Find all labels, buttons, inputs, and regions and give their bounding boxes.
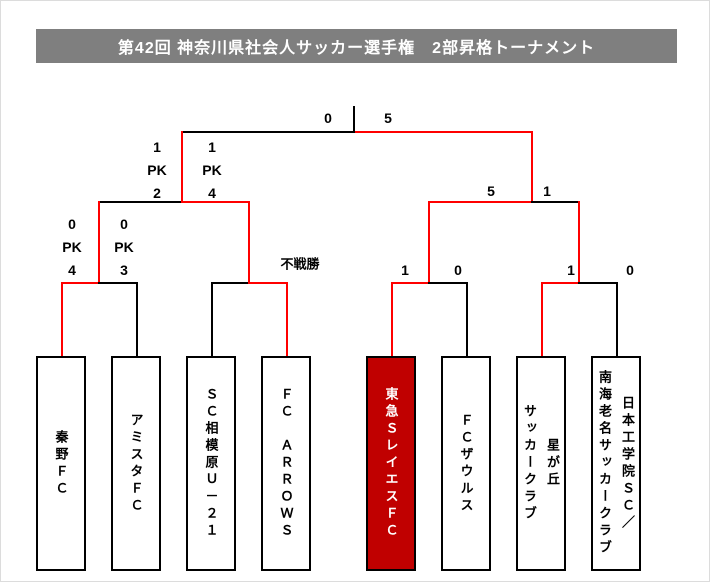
bracket-line-team8-riser: [616, 282, 618, 356]
team-name: 東急ＳレイエスＦＣ: [383, 387, 399, 540]
bracket-line-team4-riser: [286, 282, 288, 356]
bracket-line-champion-tick: [353, 106, 355, 133]
team-box-4: ＦＣ ＡＲＲＯＷＳ: [261, 356, 311, 571]
qf1-left-pk-val: 4: [68, 262, 76, 278]
sf1-right-pk: PK: [202, 162, 222, 178]
bracket-line-qf2-right: [248, 282, 288, 284]
bracket-line-qf4-left: [541, 282, 580, 284]
qf2-walkover-label: 不戦勝: [280, 256, 320, 272]
bracket-line-sf-left-riser: [181, 131, 183, 203]
final-score-right: 5: [384, 110, 392, 126]
team-name: アミスタＦＣ: [128, 412, 144, 515]
bracket-line-team5-riser: [391, 282, 393, 356]
team-name: 秦野ＦＣ: [53, 429, 69, 498]
qf4-right-score: 0: [626, 262, 634, 278]
team-box-6: ＦＣザウルス: [441, 356, 491, 571]
bracket-line-team6-riser: [466, 282, 468, 356]
sf1-left-pk-val: 2: [153, 185, 161, 201]
qf3-left-score: 1: [401, 262, 409, 278]
bracket-line-qf2-left: [211, 282, 250, 284]
qf1-left-pk: PK: [62, 239, 82, 255]
bracket-line-team1-riser: [61, 282, 63, 356]
team-box-8: 日本工学院ＳＣ／ 南海老名サッカークラブ: [591, 356, 641, 571]
team-box-5-champion: 東急ＳレイエスＦＣ: [366, 356, 416, 571]
page-title: 第42回 神奈川県社会人サッカー選手権 2部昇格トーナメント: [36, 29, 677, 63]
team-name: ＦＣザウルス: [458, 412, 474, 515]
bracket-line-sf2-right: [531, 201, 580, 203]
team-name: 星が丘 サッカークラブ: [522, 404, 560, 523]
bracket-line-qf3-left: [391, 282, 430, 284]
bracket-line-sf1-left: [98, 201, 183, 203]
bracket-line-final-right: [353, 131, 533, 133]
final-score-left: 0: [324, 110, 332, 126]
team-name: ＦＣ ＡＲＲＯＷＳ: [278, 387, 294, 540]
sf2-right-score: 1: [543, 183, 551, 199]
qf4-left-score: 1: [567, 262, 575, 278]
qf3-right-score: 0: [454, 262, 462, 278]
qf1-right-pk-val: 3: [120, 262, 128, 278]
bracket-line-qf1-riser: [98, 201, 100, 283]
bracket-line-sf-right-riser: [531, 131, 533, 203]
team-box-3: ＳＣ相模原Ｕ－２１: [186, 356, 236, 571]
team-name: 日本工学院ＳＣ／ 南海老名サッカークラブ: [597, 370, 635, 557]
qf1-left-score: 0: [68, 216, 76, 232]
bracket-line-team7-riser: [541, 282, 543, 356]
bracket-line-team2-riser: [136, 282, 138, 356]
bracket-line-qf3-riser: [428, 201, 430, 283]
qf1-right-score: 0: [120, 216, 128, 232]
bracket-line-qf1-left: [61, 282, 100, 284]
bracket-line-team3-riser: [211, 282, 213, 356]
sf1-right-pk-val: 4: [208, 185, 216, 201]
bracket-line-final-left: [181, 131, 355, 133]
bracket-line-qf4-riser: [578, 201, 580, 283]
bracket-line-qf2-riser: [248, 201, 250, 283]
team-box-2: アミスタＦＣ: [111, 356, 161, 571]
bracket-line-qf3-right: [428, 282, 468, 284]
team-box-1: 秦野ＦＣ: [36, 356, 86, 571]
sf1-right-score: 1: [208, 139, 216, 155]
bracket-line-qf1-right: [98, 282, 138, 284]
sf1-left-score: 1: [153, 139, 161, 155]
sf1-left-pk: PK: [147, 162, 167, 178]
bracket-line-sf2-left: [428, 201, 533, 203]
team-name: ＳＣ相模原Ｕ－２１: [203, 387, 219, 540]
sf2-left-score: 5: [487, 183, 495, 199]
bracket-line-sf1-right: [181, 201, 250, 203]
team-box-7: 星が丘 サッカークラブ: [516, 356, 566, 571]
qf1-right-pk: PK: [114, 239, 134, 255]
bracket-line-qf4-right: [578, 282, 618, 284]
